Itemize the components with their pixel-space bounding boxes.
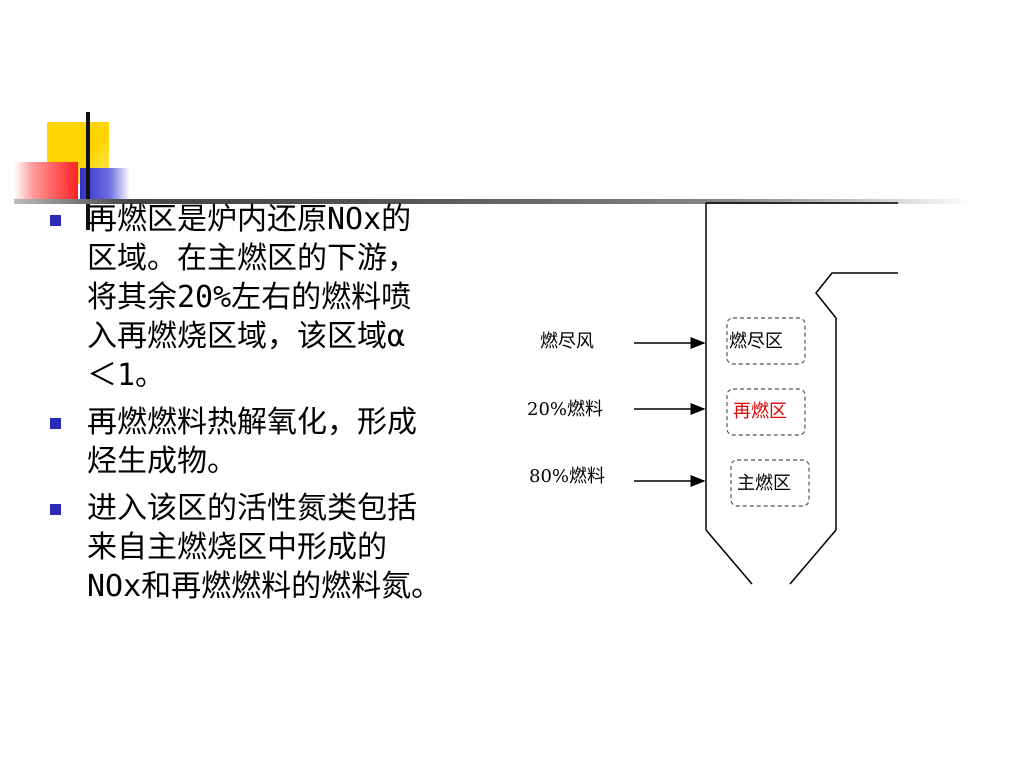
bullet-line: 入再燃烧区域，该区域α <box>87 319 406 354</box>
bullet-item-reburn-zone: 再燃区是炉内还原NOx的 区域。在主燃区的下游， 将其余20%左右的燃料喷 入再… <box>46 200 526 395</box>
title-divider-line <box>14 199 974 204</box>
decorative-red-bar <box>14 162 78 204</box>
fuel-20-label: 20%燃料 <box>527 399 603 420</box>
bullet-line: 再燃区是炉内还原NOx的 <box>87 202 412 237</box>
bullet-item-pyrolysis: 再燃燃料热解氧化，形成 烃生成物。 <box>46 403 526 481</box>
reburn-zone-label: 再燃区 <box>733 401 787 422</box>
burnout-zone-box <box>726 317 806 365</box>
bullet-marker-icon <box>50 215 61 226</box>
burnout-zone-label: 燃尽区 <box>729 331 783 352</box>
reburn-zone-box <box>726 388 806 436</box>
bullet-line: 烃生成物。 <box>87 444 237 479</box>
bullet-line: ＜1。 <box>87 358 166 393</box>
bullet-line: 再燃燃料热解氧化，形成 <box>87 405 417 440</box>
bullet-line: 来自主燃烧区中形成的 <box>87 530 387 565</box>
bullet-list: 再燃区是炉内还原NOx的 区域。在主燃区的下游， 将其余20%左右的燃料喷 入再… <box>46 200 526 614</box>
furnace-hopper-left <box>705 529 753 585</box>
bullet-item-active-nitrogen: 进入该区的活性氮类包括 来自主燃烧区中形成的 NOx和再燃燃料的燃料氮。 <box>46 489 526 606</box>
decorative-vertical-line <box>86 112 90 230</box>
furnace-hopper-right <box>789 529 837 585</box>
bullet-line: NOx和再燃燃料的燃料氮。 <box>87 569 442 604</box>
burnout-air-label: 燃尽风 <box>540 331 594 352</box>
primary-zone-label: 主燃区 <box>737 473 791 494</box>
furnace-nose-and-right-wall <box>815 272 898 530</box>
bullet-line: 区域。在主燃区的下游， <box>87 241 417 276</box>
furnace-outline <box>705 202 898 585</box>
bullet-marker-icon <box>50 504 61 515</box>
fuel-80-label: 80%燃料 <box>529 466 605 487</box>
bullet-line: 进入该区的活性氮类包括 <box>87 491 417 526</box>
primary-zone-box <box>730 459 810 507</box>
bullet-line: 将其余20%左右的燃料喷 <box>87 280 412 315</box>
bullet-marker-icon <box>50 418 61 429</box>
